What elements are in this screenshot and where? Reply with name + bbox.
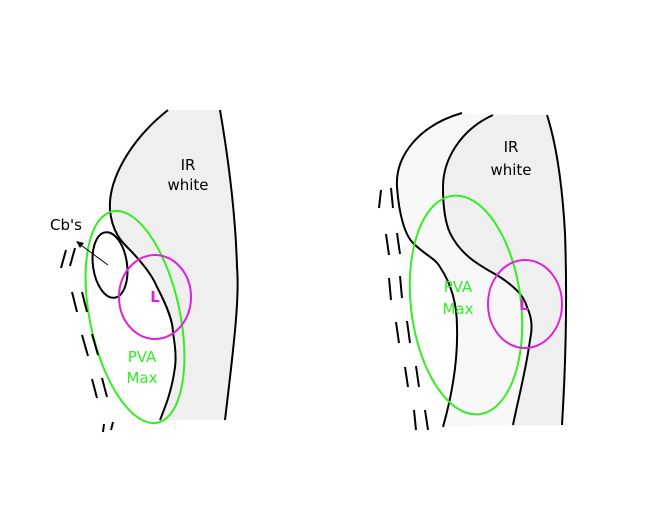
left-cb-ellipse [91, 231, 129, 299]
right-pva-max-ellipse [408, 194, 524, 416]
right-outer-boundary-line [395, 112, 463, 428]
right-ir-label-2: white [490, 161, 531, 179]
right-low-circle [487, 259, 563, 349]
left-pva-max-ellipse [84, 209, 186, 425]
right-ir-white-region [443, 115, 566, 425]
left-ir-label-1: IR [181, 156, 196, 174]
right-front-dashes [378, 187, 429, 431]
left-low-circle [118, 254, 192, 340]
cb-arrow-head-icon [76, 241, 84, 248]
cb-label: Cb's [50, 216, 82, 234]
left-pva-label-2: Max [126, 369, 157, 387]
right-pva-label-2: Max [442, 300, 473, 318]
left-ir-boundary-line [108, 109, 177, 421]
right-right-boundary-line [546, 114, 567, 426]
left-right-boundary-line [219, 109, 239, 421]
left-ir-label-2: white [167, 176, 208, 194]
left-pva-label-1: PVA [128, 348, 157, 366]
right-panel: IR white L PVA Max [378, 112, 567, 431]
right-inner-boundary-line [441, 114, 533, 426]
left-ir-white-region [109, 110, 238, 420]
right-pva-label-1: PVA [444, 278, 473, 296]
right-ir-label-1: IR [504, 138, 519, 156]
left-panel: IR white Cb's L PVA Max [50, 109, 239, 433]
left-front-dashes [60, 247, 114, 433]
right-low-label: L [519, 296, 529, 314]
cb-arrow-line [77, 242, 109, 266]
left-low-label: L [150, 288, 160, 306]
